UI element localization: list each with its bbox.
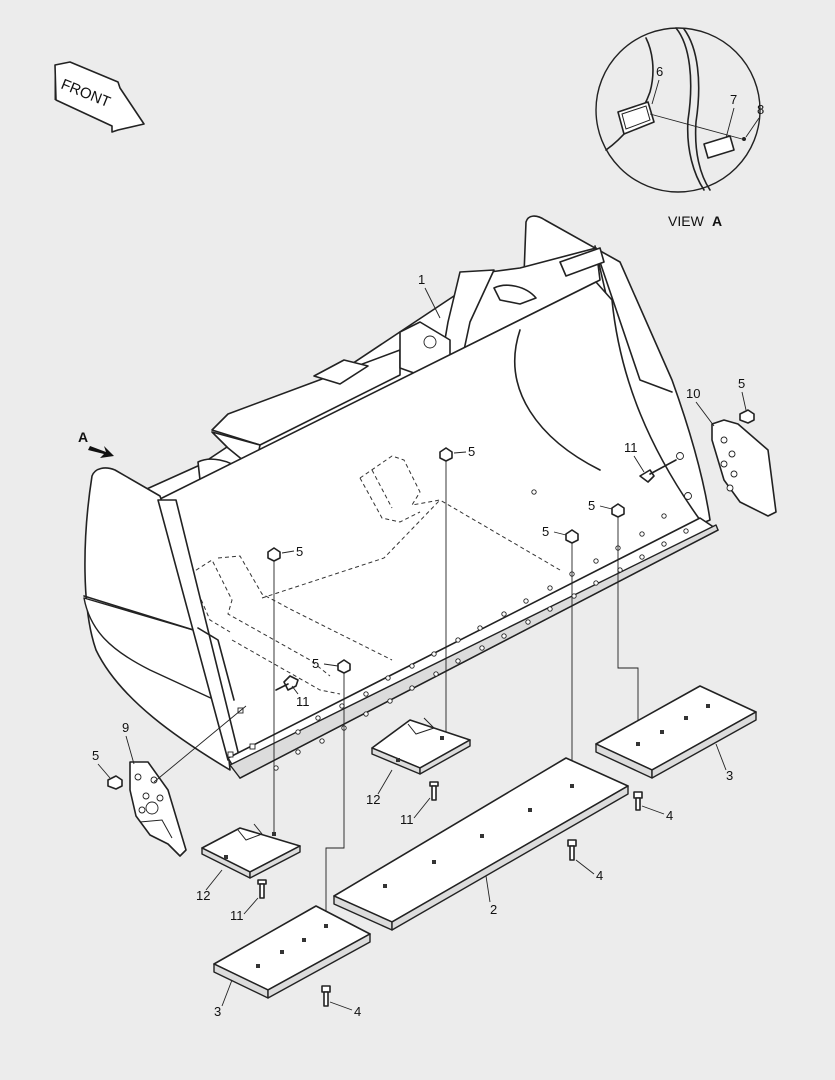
- callout-9: 9: [122, 720, 129, 735]
- bucket-body: [83, 215, 719, 779]
- cutting-edge-2: [333, 757, 629, 931]
- callout-12-middle: 12: [366, 792, 380, 807]
- callout-4-center: 4: [596, 868, 603, 883]
- callout-5-plate9: 5: [92, 748, 99, 763]
- corner-edge-3-right: [595, 685, 757, 779]
- callout-11-left: 11: [296, 694, 310, 709]
- view-label: VIEW: [668, 213, 705, 229]
- callout-5-plate10: 5: [738, 376, 745, 391]
- corner-edge-3-left: [213, 905, 371, 999]
- callout-11-middle: 11: [400, 812, 414, 827]
- callout-3-right: 3: [726, 768, 733, 783]
- callout-1: 1: [418, 272, 425, 287]
- callout-6: 6: [656, 64, 663, 79]
- view-a-arrow: A: [78, 429, 114, 458]
- front-direction-arrow: FRONT: [54, 61, 145, 133]
- wear-pad-12-middle: [371, 717, 471, 775]
- edge-bolt-holes: [273, 489, 689, 771]
- callout-11-right: 11: [624, 440, 638, 455]
- callout-4-left: 4: [354, 1004, 361, 1019]
- wear-pad-12-left: [201, 823, 301, 879]
- callout-10: 10: [686, 386, 700, 401]
- callout-7: 7: [730, 92, 737, 107]
- callout-2: 2: [490, 902, 497, 917]
- callout-5-e: 5: [588, 498, 595, 513]
- callout-5-d: 5: [542, 524, 549, 539]
- wear-plate-nuts: 5 5 5 5 5: [267, 444, 625, 836]
- view-a-detail: 6 7 8 VIEW A: [595, 27, 764, 229]
- callout-5-a: 5: [296, 544, 303, 559]
- callout-4-right: 4: [666, 808, 673, 823]
- callout-11-lower-left: 11: [230, 908, 244, 923]
- callout-3-left: 3: [214, 1004, 221, 1019]
- side-plate-9: [129, 761, 187, 857]
- view-arrow-label: A: [78, 429, 88, 445]
- side-plate-10: [711, 419, 777, 517]
- callout-12-left: 12: [196, 888, 210, 903]
- callout-8: 8: [757, 102, 764, 117]
- callout-5-c: 5: [312, 656, 319, 671]
- view-letter: A: [712, 213, 722, 229]
- callout-5-b: 5: [468, 444, 475, 459]
